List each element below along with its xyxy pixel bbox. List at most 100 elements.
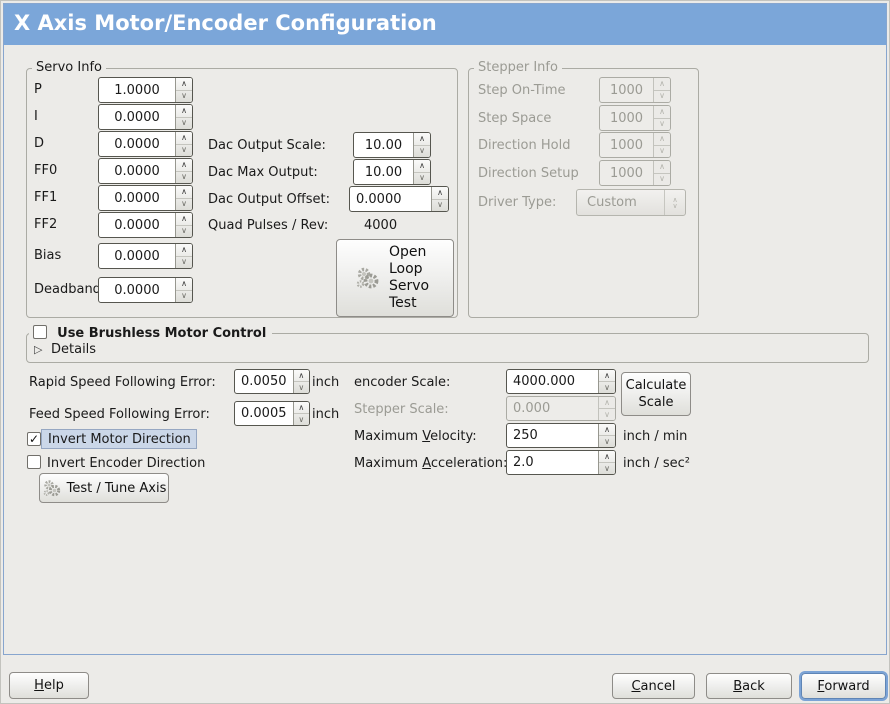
encoder-scale-input[interactable]: 4000.000 [513,374,576,389]
ff0-input[interactable]: 0.0000 [114,163,160,179]
invert-encoder-label[interactable]: Invert Encoder Direction [47,456,206,471]
stepper-info-legend: Stepper Info [474,60,562,75]
invert-motor-checkbox[interactable]: ✓ [27,432,41,446]
dac-output-scale-spinbox[interactable]: 10.00 ∧∨ [353,132,431,158]
spin-down-button[interactable]: ∨ [176,197,192,211]
spin-up-button[interactable]: ∧ [298,370,305,380]
spin-down-button[interactable]: ∨ [176,143,192,157]
dac-max-output-input[interactable]: 10.00 [364,164,403,180]
invert-motor-label-highlight[interactable]: Invert Motor Direction [41,429,197,449]
invert-encoder-checkbox[interactable] [27,455,41,469]
spin-down-button[interactable]: ∨ [414,171,430,185]
test-tune-axis-button[interactable]: Test / Tune Axis [39,473,169,503]
spin-down-button[interactable]: ∨ [176,170,192,184]
ff1-input[interactable]: 0.0000 [114,190,160,206]
d-input[interactable]: 0.0000 [114,136,160,152]
deadband-input[interactable]: 0.0000 [114,282,160,298]
p-spinbox[interactable]: 1.0000 ∧∨ [98,77,193,103]
spin-up-button: ∧ [659,78,665,88]
spin-up-button[interactable]: ∧ [181,186,187,196]
spin-up-button[interactable]: ∧ [181,132,187,142]
bias-input[interactable]: 0.0000 [114,248,160,264]
spin-down-button[interactable]: ∨ [599,435,615,447]
cancel-button[interactable]: Cancel [612,673,695,699]
ff1-spinbox[interactable]: 0.0000 ∧∨ [98,185,193,211]
direction-setup-input: 1000 [609,165,644,181]
p-label: P [34,82,42,97]
spin-down-button: ∨ [654,144,670,158]
use-brushless-checkbox[interactable] [33,325,47,339]
help-button[interactable]: Help [9,672,89,699]
dac-output-offset-input[interactable]: 0.0000 [356,191,402,207]
use-brushless-label[interactable]: Use Brushless Motor Control [57,326,267,341]
ff2-spinbox[interactable]: 0.0000 ∧∨ [98,212,193,238]
bias-spinbox[interactable]: 0.0000 ∧∨ [98,243,193,269]
spin-up-button[interactable]: ∧ [419,160,425,170]
max-acceleration-spinbox[interactable]: 2.0 ∧∨ [506,450,616,475]
spin-up-button[interactable]: ∧ [181,244,187,254]
spin-up-button[interactable]: ∧ [604,370,610,380]
rapid-following-error-unit: inch [312,375,340,390]
gears-icon [355,265,381,291]
invert-motor-label[interactable]: Invert Motor Direction [48,432,191,447]
step-on-time-input: 1000 [609,82,644,98]
open-loop-servo-test-button[interactable]: Open Loop Servo Test [336,239,454,317]
spin-up-button[interactable]: ∧ [181,278,187,288]
back-button[interactable]: Back [706,673,792,699]
feed-following-error-spinbox[interactable]: 0.0005 ∧∨ [234,401,310,426]
spin-down-button[interactable]: ∨ [176,116,192,130]
dac-output-scale-input[interactable]: 10.00 [364,137,403,153]
ff1-label: FF1 [34,190,58,205]
p-input[interactable]: 1.0000 [114,82,160,98]
brushless-legend[interactable]: Use Brushless Motor Control [29,325,273,341]
spin-down-button[interactable]: ∨ [414,144,430,158]
spin-down-button[interactable]: ∨ [176,255,192,269]
spin-up-button[interactable]: ∧ [181,105,187,115]
max-velocity-unit: inch / min [623,429,688,444]
max-acceleration-input[interactable]: 2.0 [513,455,534,470]
i-input[interactable]: 0.0000 [114,109,160,125]
spin-up-button[interactable]: ∧ [181,78,187,88]
spin-up-button[interactable]: ∧ [604,424,610,434]
spin-down-button[interactable]: ∨ [293,381,309,393]
spin-down-button[interactable]: ∨ [176,289,192,303]
ff2-input[interactable]: 0.0000 [114,217,160,233]
spin-up-button[interactable]: ∧ [298,402,305,412]
open-loop-servo-test-label: Open Loop Servo Test [389,244,430,311]
spin-down-button[interactable]: ∨ [293,413,309,425]
calculate-scale-button[interactable]: Calculate Scale [621,372,691,416]
title-bar: X Axis Motor/Encoder Configuration [4,4,886,45]
rapid-following-error-input[interactable]: 0.0050 [241,374,287,389]
max-velocity-input[interactable]: 250 [513,428,538,443]
forward-button[interactable]: Forward [801,673,886,699]
max-velocity-spinbox[interactable]: 250 ∧∨ [506,423,616,448]
i-label: I [34,109,38,124]
step-on-time-spinbox: 1000 ∧∨ [599,77,671,103]
spin-down-button[interactable]: ∨ [599,381,615,393]
spin-down-button[interactable]: ∨ [176,224,192,238]
deadband-spinbox[interactable]: 0.0000 ∧∨ [98,277,193,303]
spin-up-button[interactable]: ∧ [437,187,443,197]
rapid-following-error-spinbox[interactable]: 0.0050 ∧∨ [234,369,310,394]
feed-following-error-input[interactable]: 0.0005 [241,406,287,421]
details-expander-icon[interactable]: ▷ [34,343,43,356]
stepper-scale-label: Stepper Scale: [354,402,449,417]
spin-up-button[interactable]: ∧ [181,213,187,223]
spin-down-button[interactable]: ∨ [176,89,192,103]
dac-max-output-spinbox[interactable]: 10.00 ∧∨ [353,159,431,185]
spin-up-button[interactable]: ∧ [604,451,610,461]
spin-down-button[interactable]: ∨ [432,198,448,212]
dac-output-offset-spinbox[interactable]: 0.0000 ∧∨ [349,186,449,212]
feed-following-error-label: Feed Speed Following Error: [29,407,210,422]
d-spinbox[interactable]: 0.0000 ∧∨ [98,131,193,157]
i-spinbox[interactable]: 0.0000 ∧∨ [98,104,193,130]
spin-up-button[interactable]: ∧ [419,133,425,143]
spin-down-button: ∨ [599,408,615,420]
details-expander-label[interactable]: Details [51,342,97,357]
spin-down-button[interactable]: ∨ [599,462,615,474]
encoder-scale-spinbox[interactable]: 4000.000 ∧∨ [506,369,616,394]
ff0-spinbox[interactable]: 0.0000 ∧∨ [98,158,193,184]
step-space-label: Step Space [478,111,552,126]
spin-up-button[interactable]: ∧ [181,159,187,169]
